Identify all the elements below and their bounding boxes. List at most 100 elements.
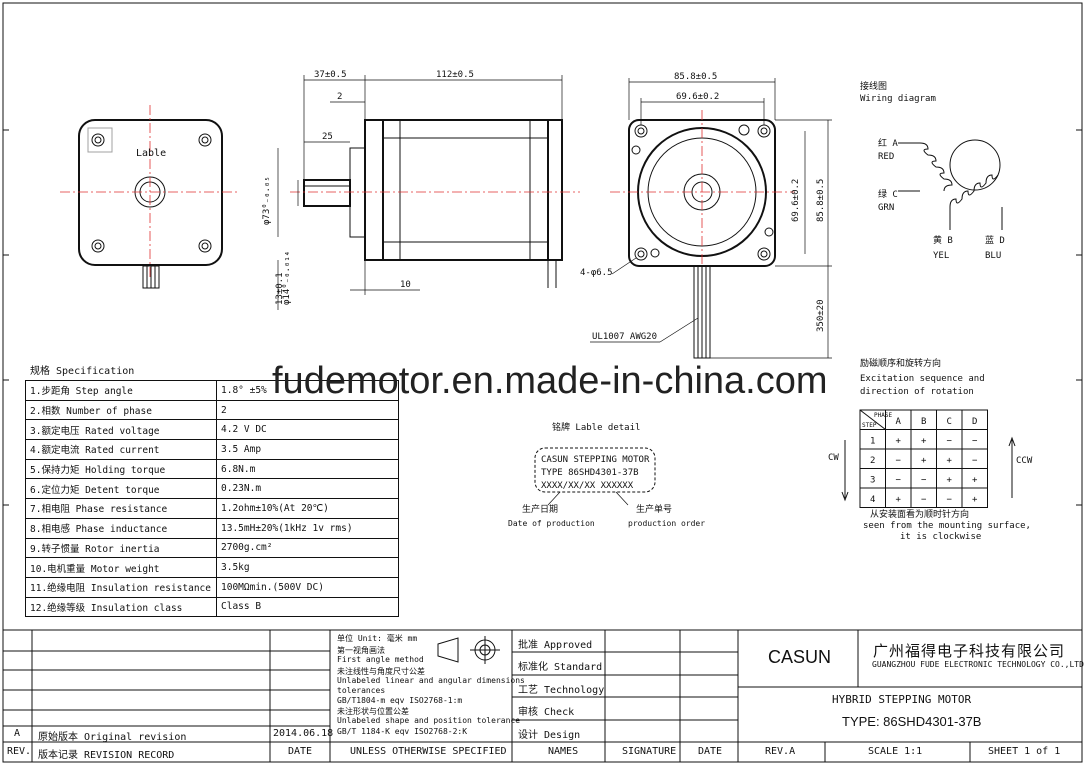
unit-line: 单位 Unit: 毫米 mm — [337, 634, 418, 643]
step-number: 3 — [870, 476, 875, 486]
spec-param: 11.绝缘电阻 Insulation resistance — [25, 576, 217, 598]
rev-value: REV.A — [765, 746, 796, 757]
spec-param: 12.绝缘等级 Insulation class — [25, 596, 217, 618]
phase-state: + — [921, 437, 927, 447]
label-detail-title: 铭牌 Lable detail — [552, 421, 640, 433]
spec-value: 3.5kg — [216, 557, 399, 578]
tol2-std: GB/T 1184-K eqv ISO2768-2:K — [337, 727, 468, 736]
rotation-note-en1: seen from the mounting surface, — [863, 521, 1031, 531]
phase-state: + — [947, 456, 953, 466]
label-line1: CASUN STEPPING MOTOR — [541, 455, 650, 465]
phase-state: − — [972, 437, 978, 447]
tol1-cn: 未注线性与角度尺寸公差 — [337, 667, 425, 676]
excitation-title-cn: 励磁顺序和旋转方向 — [860, 357, 941, 369]
spec-value: 2700g.cm² — [216, 537, 399, 559]
wire-grn-cn: 绿 C — [878, 188, 898, 200]
product-name: HYBRID STEPPING MOTOR — [832, 693, 972, 706]
unless-specified: UNLESS OTHERWISE SPECIFIED — [350, 746, 507, 757]
spec-param: 9.转子惯量 Rotor inertia — [25, 537, 217, 559]
phase-state: − — [921, 476, 927, 486]
spec-param: 1.步距角 Step angle — [25, 380, 217, 401]
spec-value: 100MΩmin.(500V DC) — [216, 576, 399, 598]
orig-rev: 原始版本 Original revision — [38, 732, 187, 743]
wire-red-cn: 红 A — [878, 137, 898, 149]
dim-69-side: 69.6±0.2 — [791, 179, 801, 222]
wire-yel-en: YEL — [933, 251, 949, 261]
dim-13: 13±0.1 — [275, 272, 285, 305]
phase-state: − — [947, 495, 953, 505]
watermark: fudemotor.en.made-in-china.com — [272, 360, 828, 402]
rear-view: 85.8±0.5 69.6±0.2 69.6±0.2 85.8±0.5 350±… — [580, 72, 832, 359]
dim-112: 112±0.5 — [436, 70, 474, 80]
phase-state: + — [972, 495, 978, 505]
phase-state: − — [896, 456, 902, 466]
label-detail: 铭牌 Lable detail CASUN STEPPING MOTOR TYP… — [508, 421, 705, 528]
step-number: 2 — [870, 456, 875, 466]
revision-record: 版本记录 REVISION RECORD — [38, 750, 175, 761]
phase-state: − — [947, 437, 953, 447]
dim-14: φ14⁰₋₀.₀₁₄ — [282, 251, 292, 305]
corner-phase: PHASE — [874, 412, 892, 419]
label-line2: TYPE 86SHD4301-37B — [541, 468, 639, 478]
wire-blu-en: BLU — [985, 251, 1001, 261]
excitation-title-en1: Excitation sequence and — [860, 374, 985, 384]
wiring-title-cn: 接线图 — [860, 80, 887, 92]
spec-param: 3.额定电压 Rated voltage — [25, 419, 217, 441]
date-header-2: DATE — [698, 746, 723, 757]
side-view: 37±0.5 112±0.5 2 25 10 φ73⁰₋₀.₀₅ φ14⁰₋₀.… — [262, 70, 580, 310]
company-cn: 广州福得电子科技有限公司 — [873, 642, 1066, 660]
rotation-note-en2: it is clockwise — [900, 532, 981, 542]
angle-en: First angle method — [337, 655, 424, 664]
angle-cn: 第一视角画法 — [337, 646, 385, 655]
dim-85-top: 85.8±0.5 — [674, 72, 717, 82]
order-en: production order — [628, 519, 705, 528]
company-en: GUANGZHOU FUDE ELECTRONIC TECHNOLOGY CO.… — [872, 660, 1084, 669]
date-cn: 生产日期 — [522, 503, 558, 515]
dim-37: 37±0.5 — [314, 70, 347, 80]
spec-param: 8.相电感 Phase inductance — [25, 517, 217, 539]
phase-header: C — [947, 417, 952, 427]
phase-header: A — [896, 417, 902, 427]
wiring-title-en: Wiring diagram — [860, 94, 936, 104]
order-cn: 生产单号 — [636, 503, 672, 515]
phase-state: + — [896, 495, 902, 505]
tol1-en1: Unlabeled linear and angular dimensions — [337, 676, 525, 685]
phase-state: − — [972, 456, 978, 466]
wire-grn-en: GRN — [878, 203, 894, 213]
excitation-title-en2: direction of rotation — [860, 387, 974, 397]
rotation-note-cn: 从安装面看为顺时针方向 — [870, 508, 969, 520]
spec-value: Class B — [216, 596, 399, 618]
title-block-grid — [3, 629, 1082, 762]
product-type: TYPE: 86SHD4301-37B — [842, 714, 982, 729]
grid-diagonal — [859, 409, 886, 430]
signature-header: SIGNATURE — [622, 746, 677, 757]
wire-red-en: RED — [878, 152, 894, 162]
design: 设计 Design — [518, 730, 581, 741]
label-line3: XXXX/XX/XX XXXXXX — [541, 481, 634, 491]
wire-yel-cn: 黄 B — [933, 234, 953, 246]
wire-blu-cn: 蓝 D — [985, 234, 1005, 246]
spec-value: 1.2ohm±10%(At 20℃) — [216, 498, 399, 519]
tol2-cn: 未注形状与位置公差 — [337, 707, 409, 716]
dim-2: 2 — [337, 92, 342, 102]
names-header: NAMES — [548, 746, 579, 757]
dim-holes: 4-φ6.5 — [580, 268, 613, 278]
phase-header: B — [921, 417, 926, 427]
cw-label: CW — [828, 453, 839, 463]
rev-a: A — [14, 728, 21, 739]
corner-step: STEP — [862, 422, 877, 429]
tol2-en: Unlabeled shape and position tolerance — [337, 716, 521, 725]
spec-param: 2.相数 Number of phase — [25, 399, 217, 421]
dim-73: φ73⁰₋₀.₀₅ — [262, 176, 272, 225]
dim-10: 10 — [400, 280, 411, 290]
